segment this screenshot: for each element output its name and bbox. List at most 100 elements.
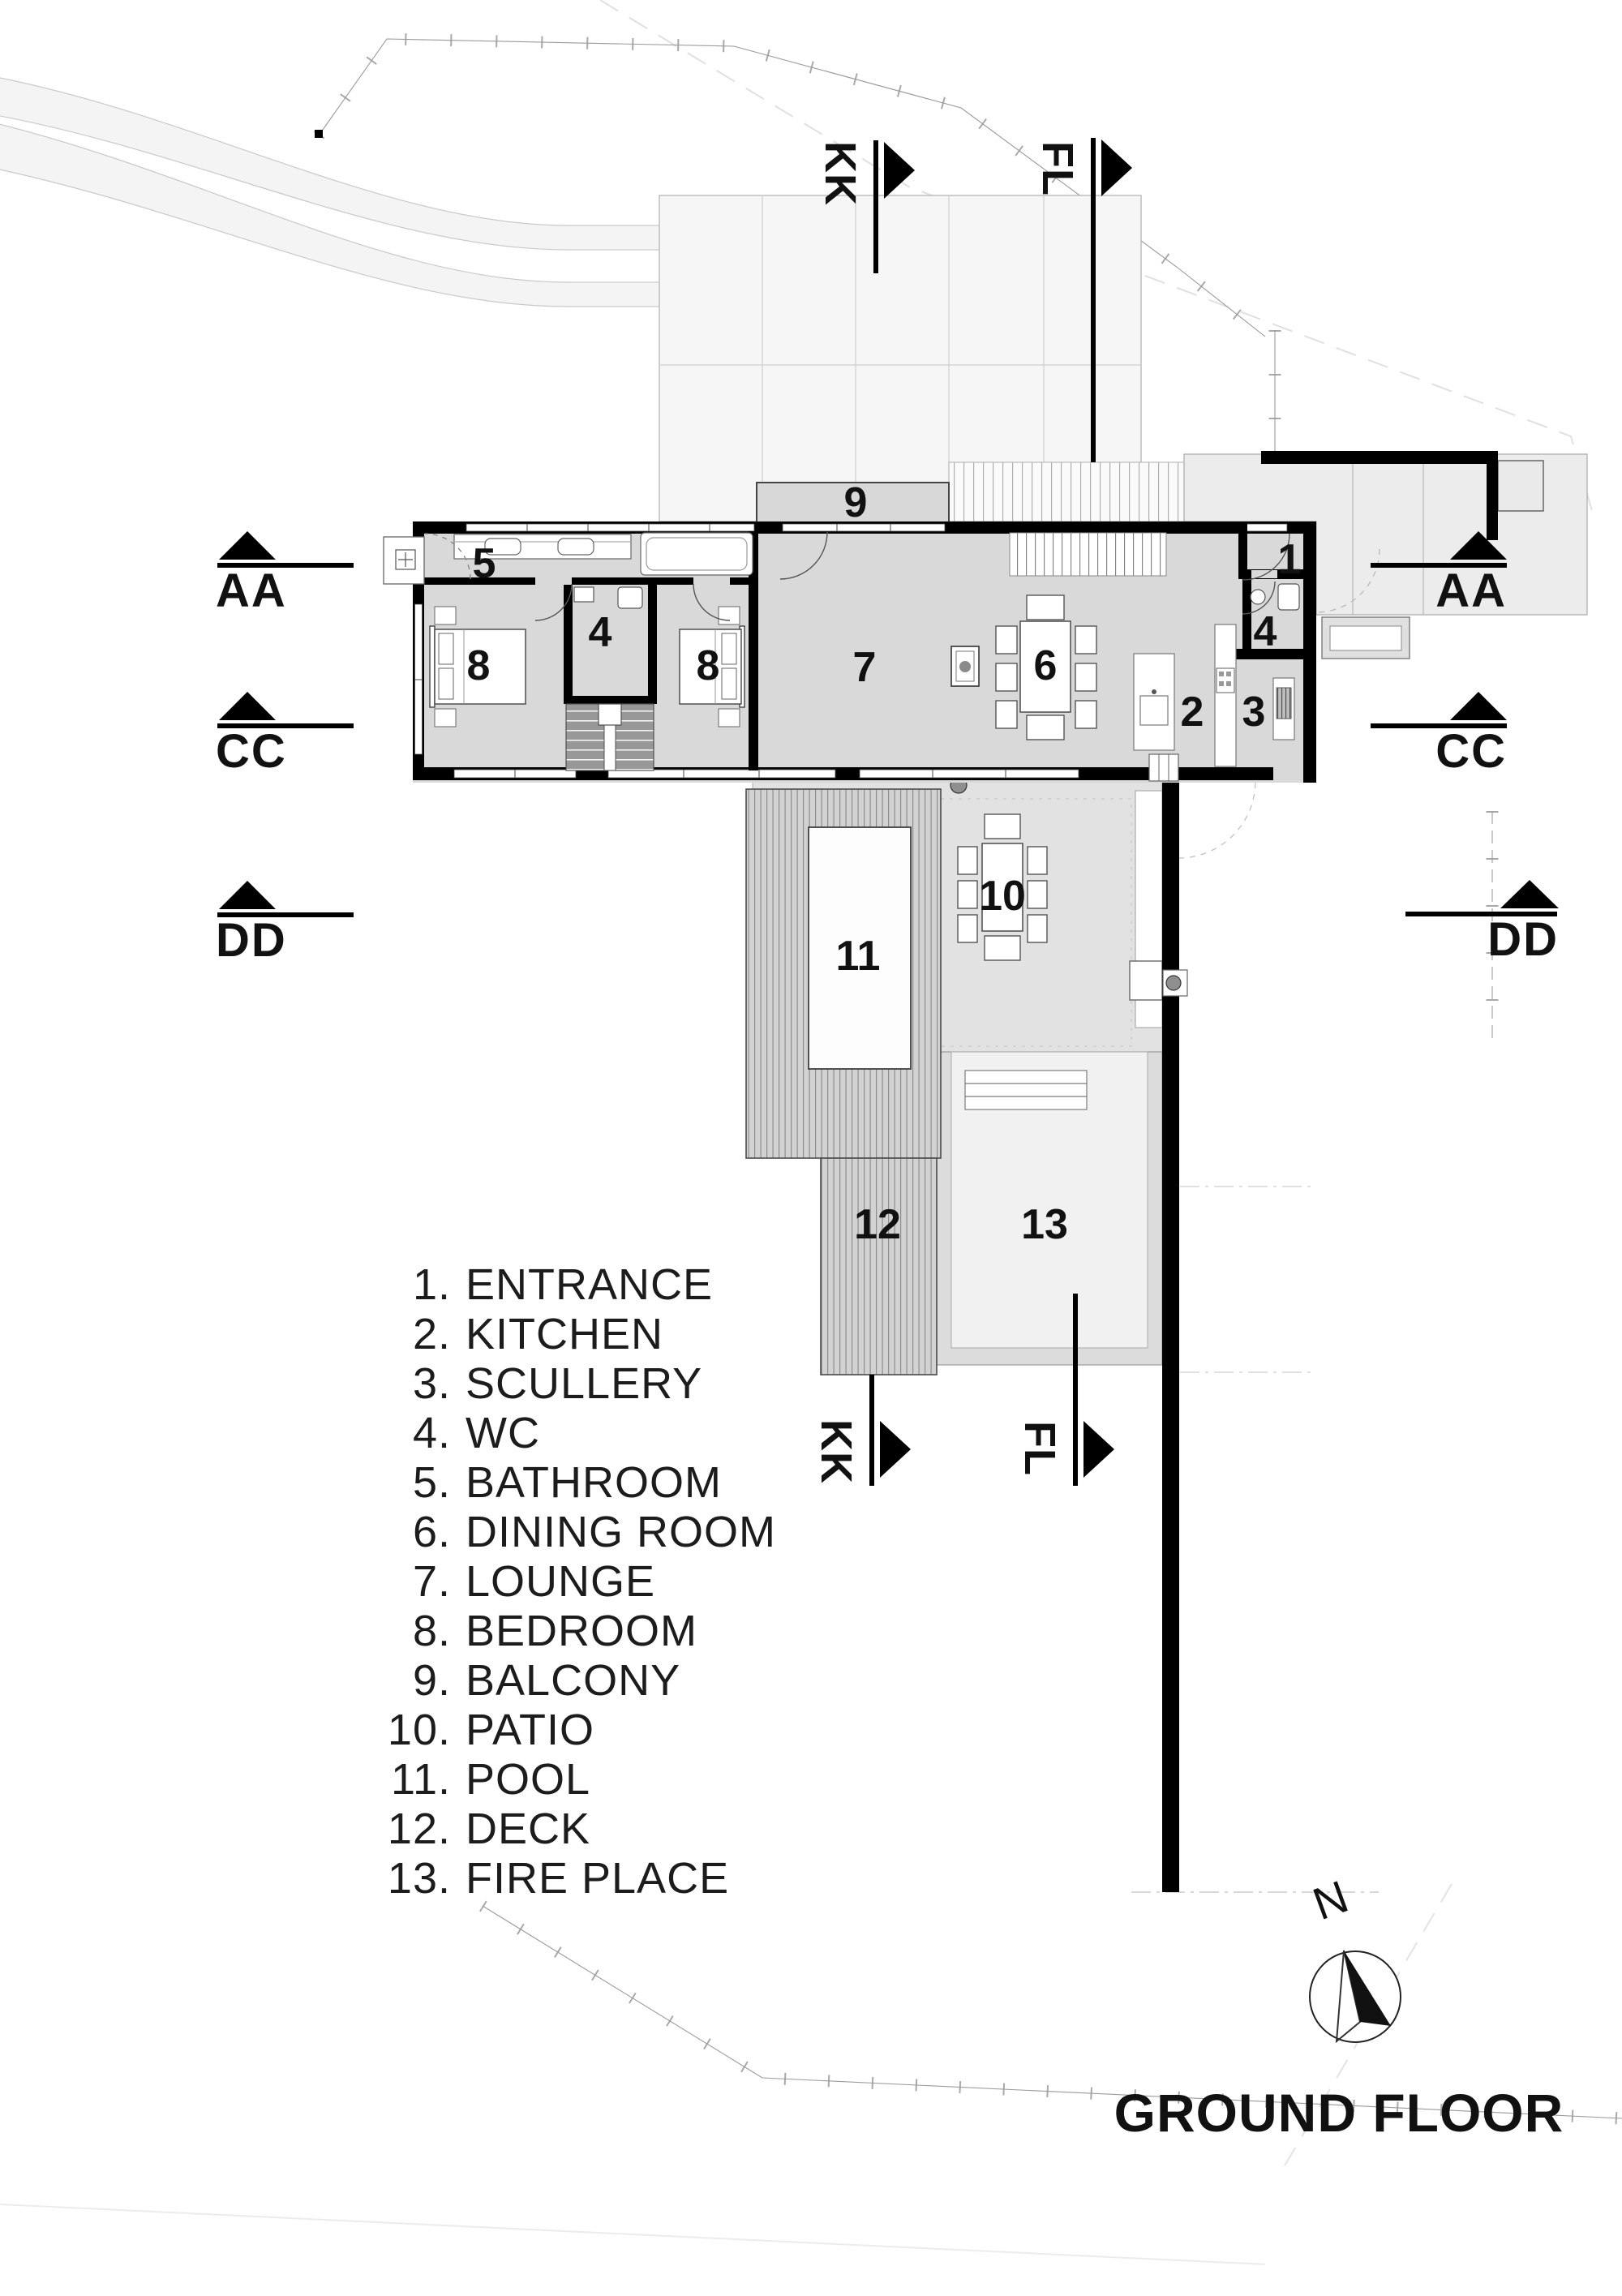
legend-item-4: WC	[466, 1409, 540, 1457]
house	[383, 521, 1316, 783]
legend-item-11: POOL	[466, 1755, 590, 1804]
south-windows	[453, 769, 1079, 779]
section-label-aa-left: AA	[216, 564, 287, 617]
patio-table-set	[957, 813, 1048, 961]
west-porch	[383, 536, 425, 585]
section-label-kk-bottom: KK	[812, 1419, 860, 1484]
legend-num-10: 10.	[388, 1706, 451, 1754]
page-title: GROUND FLOOR	[1114, 2083, 1564, 2143]
north-arrow: N	[1307, 1870, 1401, 2044]
kitchen-fixtures	[1133, 624, 1237, 767]
section-label-fl-bottom: FL	[1015, 1421, 1064, 1476]
legend-item-2: KITCHEN	[466, 1310, 663, 1358]
legend-item-9: BALCONY	[466, 1656, 680, 1705]
site-contour-bottom	[0, 2204, 1266, 2265]
legend-item-10: PATIO	[466, 1706, 594, 1754]
section-label-fl-top: FL	[1033, 141, 1082, 196]
label-lounge: 7	[853, 644, 877, 691]
legend-num-12: 12.	[388, 1805, 451, 1853]
upper-floor-outline	[659, 195, 1185, 522]
section-marker-cc-right: CC	[1371, 692, 1507, 778]
section-markers: AA AA CC CC DD DD	[216, 138, 1559, 1486]
site-dashed-diagonal-sw	[1281, 1883, 1453, 2172]
garage-door-swing	[1315, 548, 1380, 613]
road-band-lower	[0, 123, 670, 307]
section-marker-dd-right: DD	[1405, 880, 1559, 966]
interior-walls	[419, 521, 1316, 770]
label-balcony: 9	[844, 479, 868, 526]
label-scullery: 3	[1242, 689, 1266, 736]
label-dining: 6	[1034, 642, 1058, 689]
driveway-annex	[1497, 460, 1544, 512]
label-bedroom-west: 8	[467, 642, 491, 689]
legend-num-9: 9.	[413, 1656, 451, 1705]
legend-num-8: 8.	[413, 1607, 451, 1655]
legend-item-8: BEDROOM	[466, 1607, 697, 1655]
corner-door-swing	[1178, 780, 1256, 859]
legend-num-3: 3.	[413, 1359, 451, 1408]
bed-east	[679, 606, 745, 727]
section-marker-aa-right: AA	[1371, 531, 1507, 617]
north-windows	[466, 523, 1288, 532]
door-swings	[424, 531, 1290, 621]
section-label-dd-left: DD	[216, 914, 287, 967]
legend-item-7: LOUNGE	[466, 1557, 655, 1606]
patio-column-south	[1165, 975, 1182, 991]
section-marker-kk-bottom: KK	[812, 1375, 911, 1486]
screen-wall-horizontal	[1261, 451, 1498, 464]
section-marker-fl-bottom: FL	[1015, 1294, 1114, 1486]
legend-num-6: 6.	[413, 1508, 451, 1556]
dining-table-set	[995, 594, 1097, 740]
section-marker-aa-left: AA	[216, 531, 354, 617]
legend-item-6: DINING ROOM	[466, 1508, 776, 1556]
deck-south	[820, 1157, 938, 1375]
legend-item-3: SCULLERY	[466, 1359, 702, 1408]
scullery-fixtures	[1272, 677, 1295, 740]
legend: 1. ENTRANCE 2. KITCHEN 3. SCULLERY 4. WC…	[388, 1260, 776, 1903]
legend-item-1: ENTRANCE	[466, 1260, 713, 1309]
legend-num-11: 11.	[391, 1755, 451, 1804]
legend-num-7: 7.	[413, 1557, 451, 1606]
upper-walkway-slats	[948, 461, 1185, 522]
screen-wall-vertical	[1487, 451, 1498, 540]
wc-entrance-door-gap	[1251, 570, 1277, 578]
legend-num-13: 13.	[388, 1854, 451, 1903]
label-deck: 12	[854, 1201, 901, 1248]
north-letter: N	[1307, 1870, 1355, 1929]
section-marker-cc-left: CC	[216, 692, 354, 778]
label-patio: 10	[979, 873, 1026, 920]
lounge-fireplace	[950, 646, 980, 687]
section-label-cc-right: CC	[1435, 725, 1507, 778]
outdoor-areas	[745, 779, 1256, 1375]
wc-hall-fixtures	[573, 586, 643, 609]
patio-steps	[964, 1070, 1088, 1110]
retaining-wall	[1162, 779, 1179, 1892]
label-bedroom-east: 8	[697, 642, 720, 689]
driveway-area	[1183, 451, 1588, 659]
section-marker-fl-top: FL	[1033, 138, 1132, 462]
section-label-kk-top: KK	[816, 141, 865, 206]
planter-box	[1321, 616, 1410, 659]
wc-entrance-fixtures	[1250, 583, 1300, 611]
label-fireplace: 13	[1021, 1201, 1068, 1248]
balcony	[756, 482, 950, 524]
section-label-dd-right: DD	[1487, 913, 1559, 966]
bed-west	[429, 606, 526, 727]
label-wc-hall: 4	[589, 609, 612, 656]
legend-num-4: 4.	[413, 1409, 451, 1457]
pool	[808, 826, 912, 1070]
pool-deck	[745, 788, 942, 1375]
bench	[1129, 960, 1163, 1001]
legend-num-5: 5.	[413, 1458, 451, 1507]
label-bathroom: 5	[473, 540, 496, 587]
boundary-beacon	[315, 130, 323, 138]
section-label-aa-right: AA	[1435, 564, 1507, 617]
section-marker-kk-top: KK	[816, 140, 915, 273]
section-label-cc-left: CC	[216, 725, 287, 778]
bathroom-fixtures	[453, 532, 753, 576]
label-kitchen: 2	[1181, 689, 1204, 736]
main-stair-flight	[1009, 532, 1167, 577]
se-door-landing	[1148, 753, 1179, 782]
